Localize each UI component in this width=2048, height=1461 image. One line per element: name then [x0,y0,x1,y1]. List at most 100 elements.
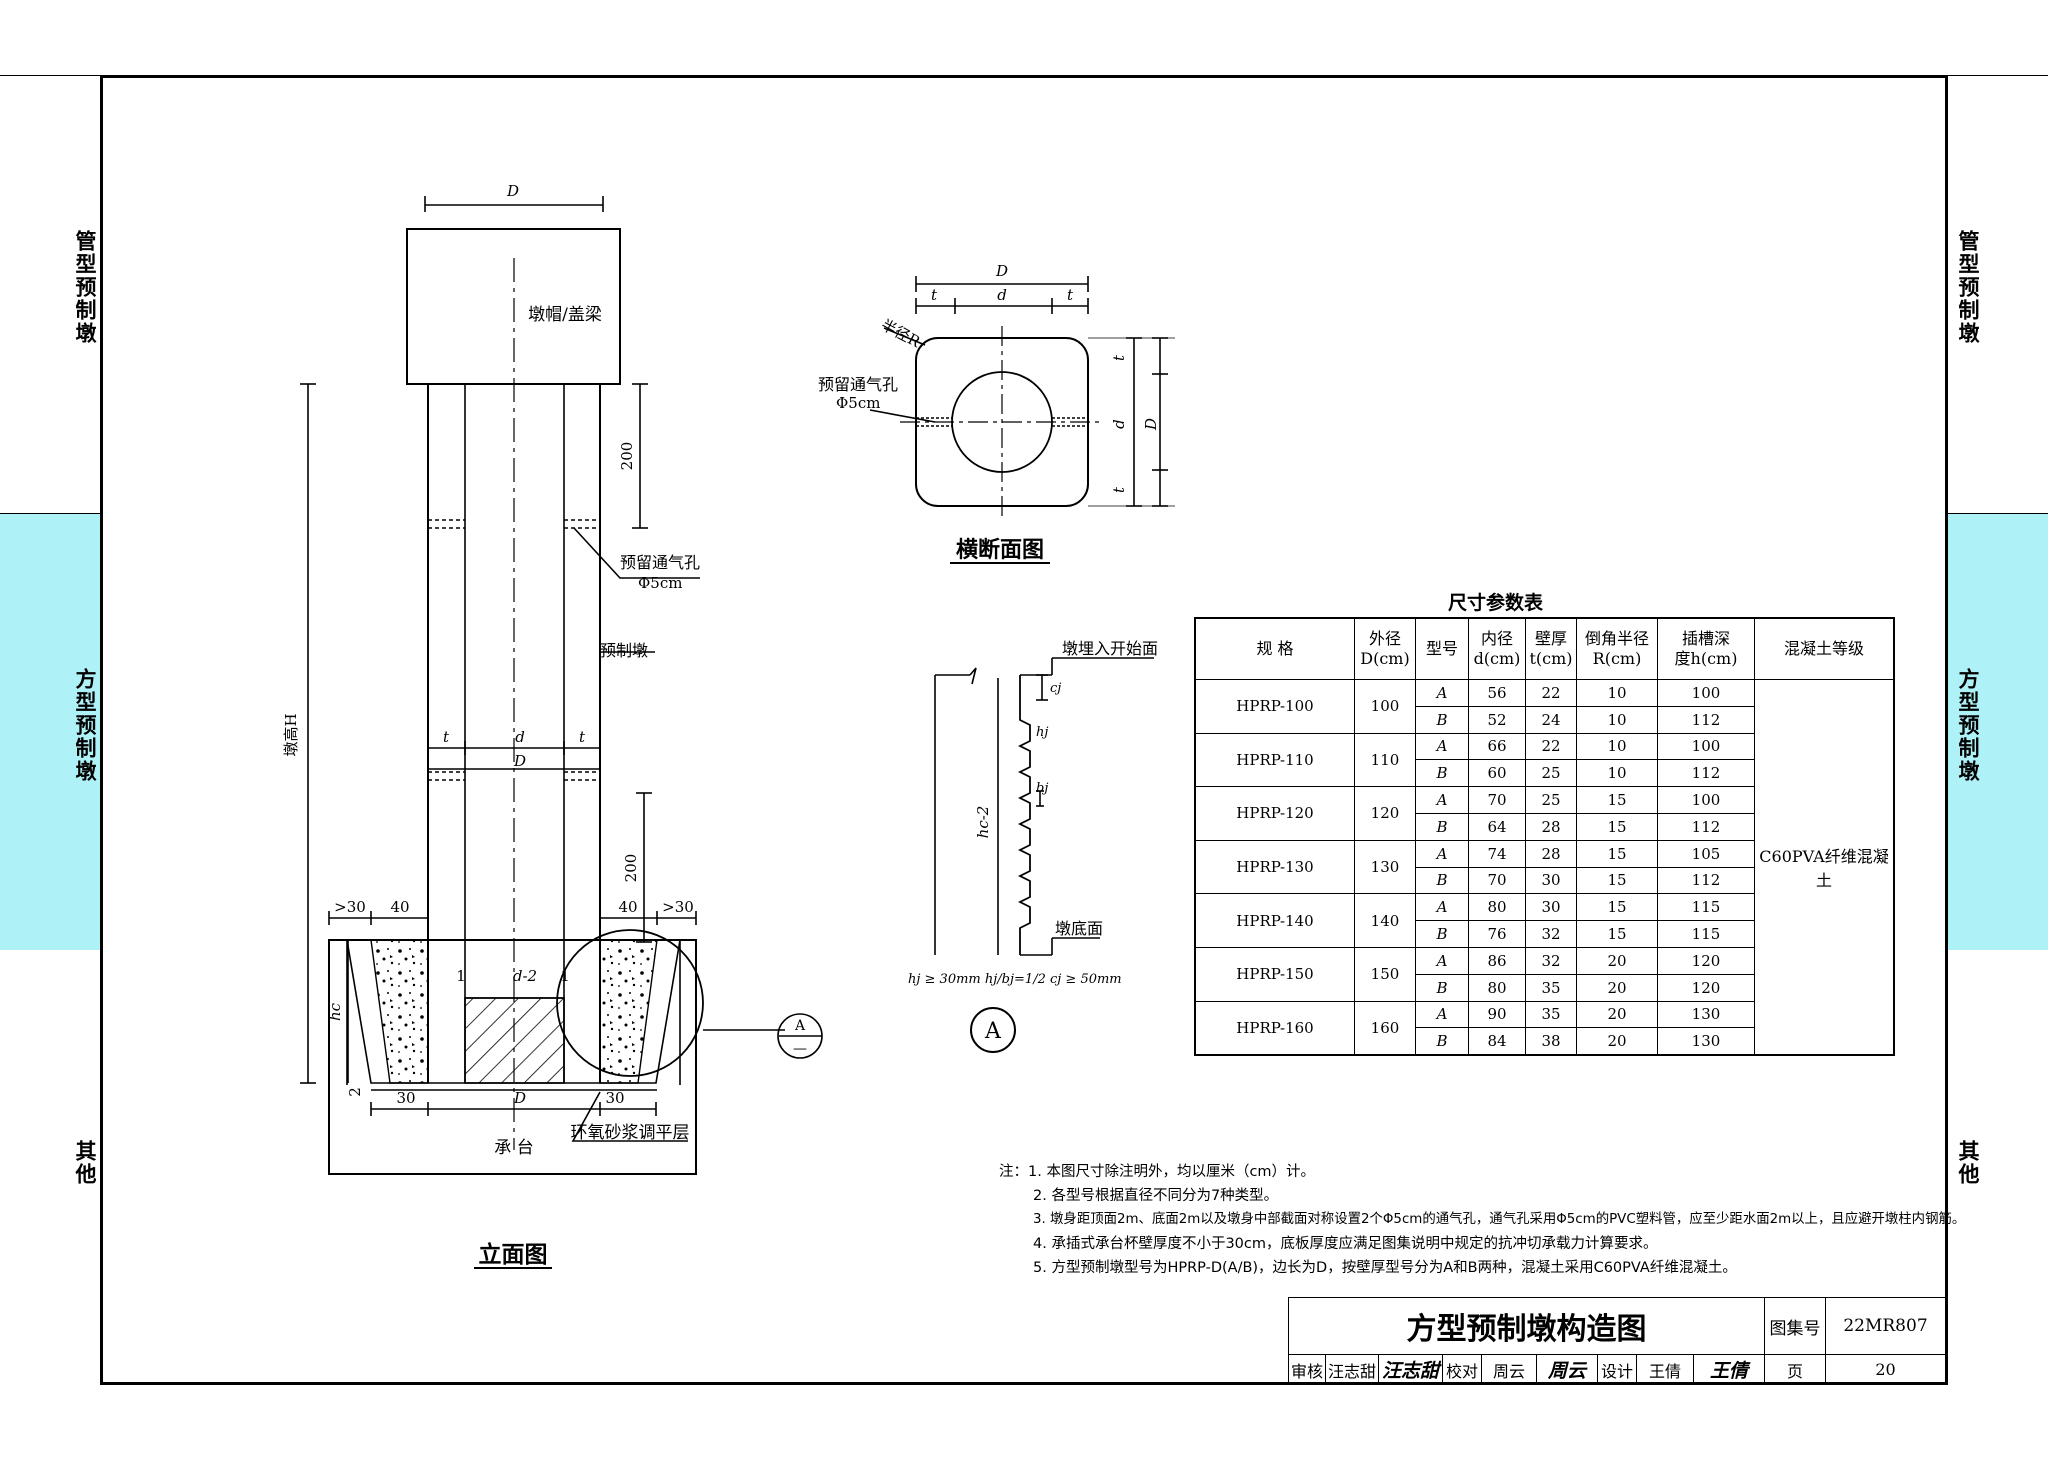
cell-type: B [1415,973,1469,1002]
elev-vent-label: 预留通气孔 [620,553,700,572]
cell-d: 80 [1468,973,1526,1002]
elev-vent-size: Φ5cm [638,574,682,592]
cell-t: 30 [1525,893,1577,922]
cell-R: 15 [1576,812,1658,841]
cell-t: 25 [1525,786,1577,814]
drawing-title: 方型预制墩构造图 [1288,1297,1765,1355]
check-label: 校对 [1442,1354,1482,1385]
table-title: 尺寸参数表 [1448,592,1544,614]
header-type: 型号 [1415,617,1469,680]
cell-h: 100 [1657,679,1755,707]
cs-dim-t-top: t [1110,354,1128,361]
detail-hc2: hc-2 [974,806,992,839]
table-row: HPRP-160 160 A 90 35 20 130 [1194,1000,1894,1056]
cell-R: 20 [1576,973,1658,1002]
table-row: HPRP-150 150 A 86 32 20 120 [1194,946,1894,1002]
cell-R: 15 [1576,866,1658,895]
left-tab-qita[interactable] [0,950,100,1385]
cell-h: 112 [1657,812,1755,841]
header-spec: 规 格 [1194,617,1355,680]
cs-dim-d: d [997,286,1007,304]
elevation-labels: D 墩帽/盖梁 200 预留通气孔 Φ5cm 预制墩 墩高H t d t D 2… [282,182,807,1268]
checker-name: 周云 [1481,1354,1537,1385]
cell-D: 140 [1354,893,1416,948]
cross-section-labels: D t d t 半径R 预留通气孔 Φ5cm t d t D 横断面图 [818,262,1160,563]
elev-dim-200-bottom: 200 [622,854,640,883]
cell-d: 66 [1468,732,1526,761]
elev-dim-hc: hc [326,1002,344,1021]
cs-radius-label: 半径R [878,316,924,352]
reviewer-name: 汪志甜 [1325,1354,1379,1385]
cell-t: 35 [1525,1000,1577,1029]
cell-d: 86 [1468,946,1526,975]
cell-h: 120 [1657,946,1755,975]
table-row: B 84 38 20 130 [1195,1027,1894,1056]
table-row: B 64 28 15 112 [1195,812,1894,841]
cell-d: 80 [1468,893,1526,922]
cell-type: A [1415,946,1469,975]
elev-dim-200-top: 200 [618,442,636,471]
elev-dim-ge30-right: >30 [662,898,694,916]
left-tab-fangxing[interactable] [0,513,100,952]
right-tab-qita[interactable] [1948,950,2048,1385]
cell-D: 100 [1354,679,1416,734]
cell-type: B [1415,705,1469,734]
cell-type: A [1415,1000,1469,1029]
cell-d: 70 [1468,866,1526,895]
page-label: 页 [1764,1354,1826,1385]
drawing-sheet [100,75,1948,1385]
elev-detail-ref-top: A [794,1018,806,1034]
atlas-label: 图集号 [1764,1297,1826,1355]
cell-D: 120 [1354,786,1416,841]
elevation-view [300,196,823,1269]
cs-dim-t-right: t [1067,286,1074,304]
detail-bottom-label: 墩底面 [1055,919,1103,938]
cell-t: 30 [1525,866,1577,895]
detail-formula: hj ≥ 30mm hj/bj=1/2 cj ≥ 50mm [908,972,1122,987]
cs-vent-label: 预留通气孔 [818,375,898,394]
designer-signature: 王倩 [1693,1354,1765,1385]
cell-h: 112 [1657,866,1755,895]
detail-start-label: 墩埋入开始面 [1062,639,1158,658]
header-d: 内径 d(cm) [1468,617,1526,680]
cs-vent-size: Φ5cm [836,394,880,412]
elev-dim-1-right: 1 [560,967,570,985]
cell-R: 15 [1576,839,1658,868]
cs-dim-D-side: D [1142,418,1160,431]
checker-signature: 周云 [1536,1354,1598,1385]
cell-h: 100 [1657,786,1755,814]
cs-dim-t-left: t [931,286,938,304]
detail-hj: hj [1036,725,1048,740]
parameter-table: 规 格 外径 D(cm) 型号 内径 d(cm) 壁厚 t(cm) 倒角半径 R… [1194,617,1895,1057]
cell-h: 115 [1657,920,1755,948]
cell-R: 15 [1576,786,1658,814]
elev-cap-label: 墩帽/盖梁 [528,305,602,325]
cell-type: A [1415,732,1469,761]
page-number: 20 [1825,1354,1946,1385]
cell-t: 28 [1525,839,1577,868]
cell-d: 52 [1468,705,1526,734]
left-tab-fangxing-label: 方型预制墩 [73,668,97,783]
left-tab-guanxing-label: 管型预制墩 [73,230,97,345]
cell-spec: HPRP-100 [1194,679,1355,734]
table-row: B 76 32 15 115 [1195,920,1894,948]
table-row: HPRP-120 120 A 70 25 15 100 [1194,786,1894,841]
review-label: 审核 [1288,1354,1326,1385]
right-tab-guanxing[interactable] [1948,75,2048,514]
header-h: 插槽深 度h(cm) [1657,617,1755,680]
elev-dim-top: D [506,182,519,200]
left-tab-guanxing[interactable] [0,75,100,514]
elev-precast-label: 预制墩 [600,641,648,660]
cell-t: 32 [1525,920,1577,948]
cross-section-caption: 横断面图 [956,537,1044,563]
cell-R: 10 [1576,679,1658,707]
elev-height-label: 墩高H [282,713,300,756]
right-tab-fangxing[interactable] [1948,513,2048,952]
design-label: 设计 [1597,1354,1637,1385]
cell-t: 25 [1525,759,1577,788]
cell-h: 112 [1657,759,1755,788]
elev-dim-30-left: 30 [396,1089,415,1107]
note-line: 5. 方型预制墩型号为HPRP-D(A/B)，边长为D，按壁厚型号分为A和B两种… [1033,1260,1737,1276]
detail-bj: bj [1036,781,1048,796]
